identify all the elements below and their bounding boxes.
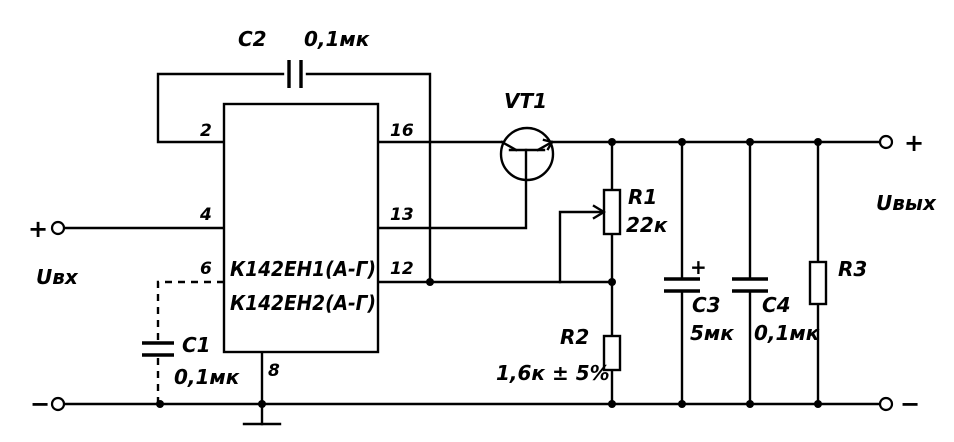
input-voltage-label: Uвх: [36, 265, 79, 289]
r1-ref: R1: [628, 185, 657, 209]
junction-dots: [156, 138, 822, 408]
c4-plates: [732, 277, 768, 293]
output-voltage-label: Uвых: [876, 191, 937, 215]
c1-value: 0,1мк: [174, 365, 240, 389]
wire-vt1-base: [376, 174, 528, 230]
terminal-output-minus: [878, 396, 894, 412]
c3-value: 5мк: [690, 321, 734, 345]
ic-part-line2: К142ЕН2(А-Г): [230, 291, 376, 315]
c3-ref: C3: [692, 293, 721, 317]
r1-wiper-arrow: [592, 204, 606, 220]
ic-pin-12: 12: [390, 259, 414, 279]
ic-pin-6: 6: [200, 259, 212, 279]
c3-polarity: +: [690, 255, 707, 279]
terminal-input-minus: [50, 396, 66, 412]
ic-body: [222, 102, 380, 354]
vt1-transistor: [499, 126, 555, 182]
ic-pin-8: 8: [268, 361, 280, 381]
c1-plates: [142, 341, 174, 357]
wire-r1-wiper: [558, 210, 606, 284]
input-minus-sign: −: [30, 390, 50, 418]
ic-pin-2: 2: [200, 121, 212, 141]
ic-pin-4: 4: [199, 205, 212, 225]
wire-c2-loop: [156, 72, 432, 284]
r2-value: 1,6к ± 5%: [496, 361, 610, 385]
output-minus-sign: −: [900, 390, 920, 418]
ic-pin-16: 16: [390, 121, 414, 141]
c2-ref: C2: [238, 27, 267, 51]
r1-resistor: [602, 188, 622, 236]
c4-ref: C4: [762, 293, 791, 317]
r1-value: 22к: [626, 213, 668, 237]
wire-c1-dashed: [156, 280, 224, 404]
vt1-ref: VT1: [504, 89, 547, 113]
terminal-input-plus: [50, 220, 66, 236]
c2-value: 0,1мк: [304, 27, 370, 51]
r2-ref: R2: [560, 325, 589, 349]
r2-resistor: [602, 334, 622, 372]
ic-part-line1: К142ЕН1(А-Г): [230, 257, 376, 281]
c2-plates: [287, 60, 303, 88]
c3-plates: [664, 277, 700, 293]
input-plus-sign: +: [28, 215, 48, 243]
c4-value: 0,1мк: [754, 321, 820, 345]
c1-ref: C1: [182, 333, 211, 357]
ic-pin-13: 13: [390, 205, 414, 225]
output-plus-sign: +: [904, 129, 924, 157]
r3-ref: R3: [838, 257, 867, 281]
terminal-output-plus: [878, 134, 894, 150]
r3-resistor: [808, 260, 828, 306]
